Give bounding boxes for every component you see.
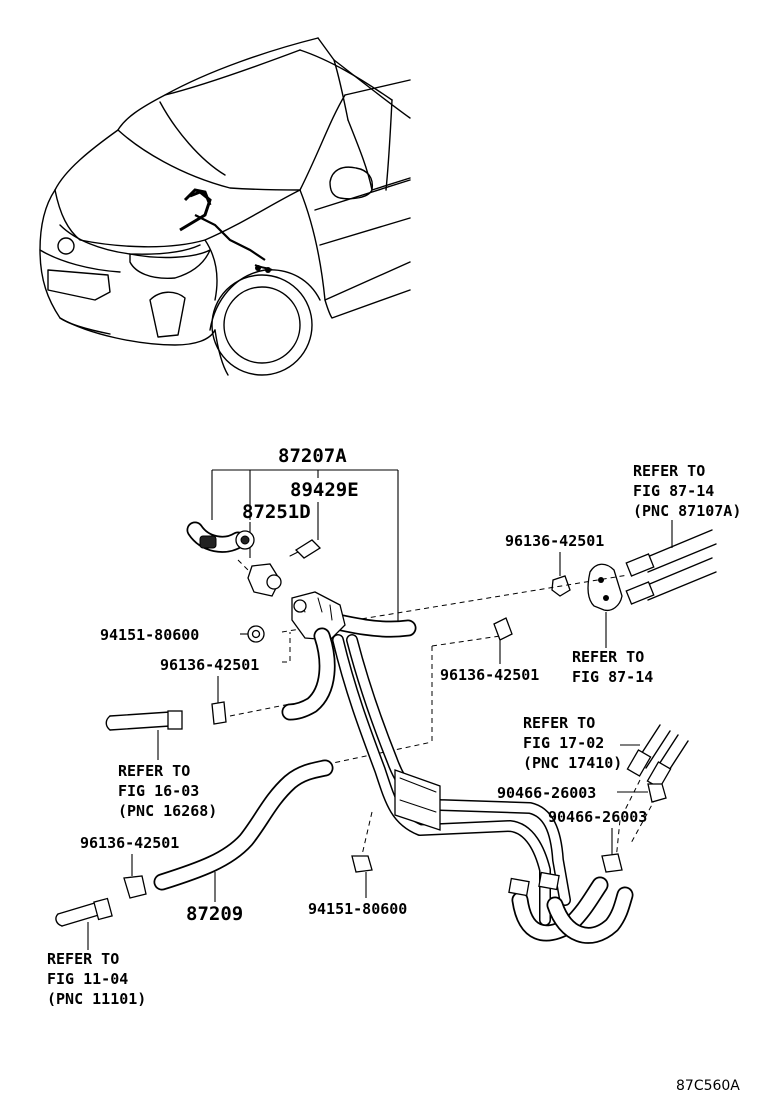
label-94151-80600-bottom: 94151-80600 [308,900,407,918]
clip-96136-left [211,701,227,725]
clip-96136-mid [493,617,513,641]
car-illustration [39,37,411,376]
ref-16-03-line2: FIG 16-03 [118,782,199,800]
label-94151-80600-top: 94151-80600 [100,626,199,644]
pipe-left-16-03 [105,710,183,760]
ref-11-04-line2: FIG 11-04 [47,970,128,988]
ref-87-14-pnc-line2: FIG 87-14 [633,482,714,500]
ref-11-04-line3: (PNC 11101) [47,990,146,1008]
ref-fig-87-14-pnc: REFER TO FIG 87-14 (PNC 87107A) [633,462,741,520]
label-89429E: 89429E [290,479,359,501]
pipe-left-11-04 [55,897,113,950]
ref-17-02-line3: (PNC 17410) [523,754,622,772]
bracket-87207A: 87207A [211,445,399,622]
ref-16-03-line3: (PNC 16268) [118,802,217,820]
ref-87-14-line2: FIG 87-14 [572,668,653,686]
clip-94151-bottom [351,855,373,873]
label-96136-42501-left: 96136-42501 [160,656,259,674]
upper-components [186,521,322,643]
ref-17-02-line1: REFER TO [523,714,595,732]
ref-17-02-line2: FIG 17-02 [523,734,604,752]
ref-11-04-line1: REFER TO [47,950,119,968]
pipes-top-right [587,520,717,648]
hose-assembly [281,591,689,944]
clip-90466-a [647,783,667,803]
clip-96136-bottom [123,875,147,899]
label-90466-26003-b: 90466-26003 [548,808,647,826]
ref-87-14-line1: REFER TO [572,648,644,666]
label-87251D: 87251D [242,501,311,523]
ref-16-03-line1: REFER TO [118,762,190,780]
label-96136-42501-bottom: 96136-42501 [80,834,179,852]
hose-87209 [153,759,334,902]
ref-87-14-pnc-line1: REFER TO [633,462,705,480]
label-96136-42501-mid: 96136-42501 [440,666,539,684]
label-90466-26003-a: 90466-26003 [497,784,596,802]
diagram-code: 87C560A [676,1078,740,1094]
label-96136-42501-top: 96136-42501 [505,532,604,550]
label-87209: 87209 [186,903,243,925]
label-87207A: 87207A [278,445,347,467]
ref-87-14-pnc-line3: (PNC 87107A) [633,502,741,520]
clip-90466-b [601,853,623,873]
